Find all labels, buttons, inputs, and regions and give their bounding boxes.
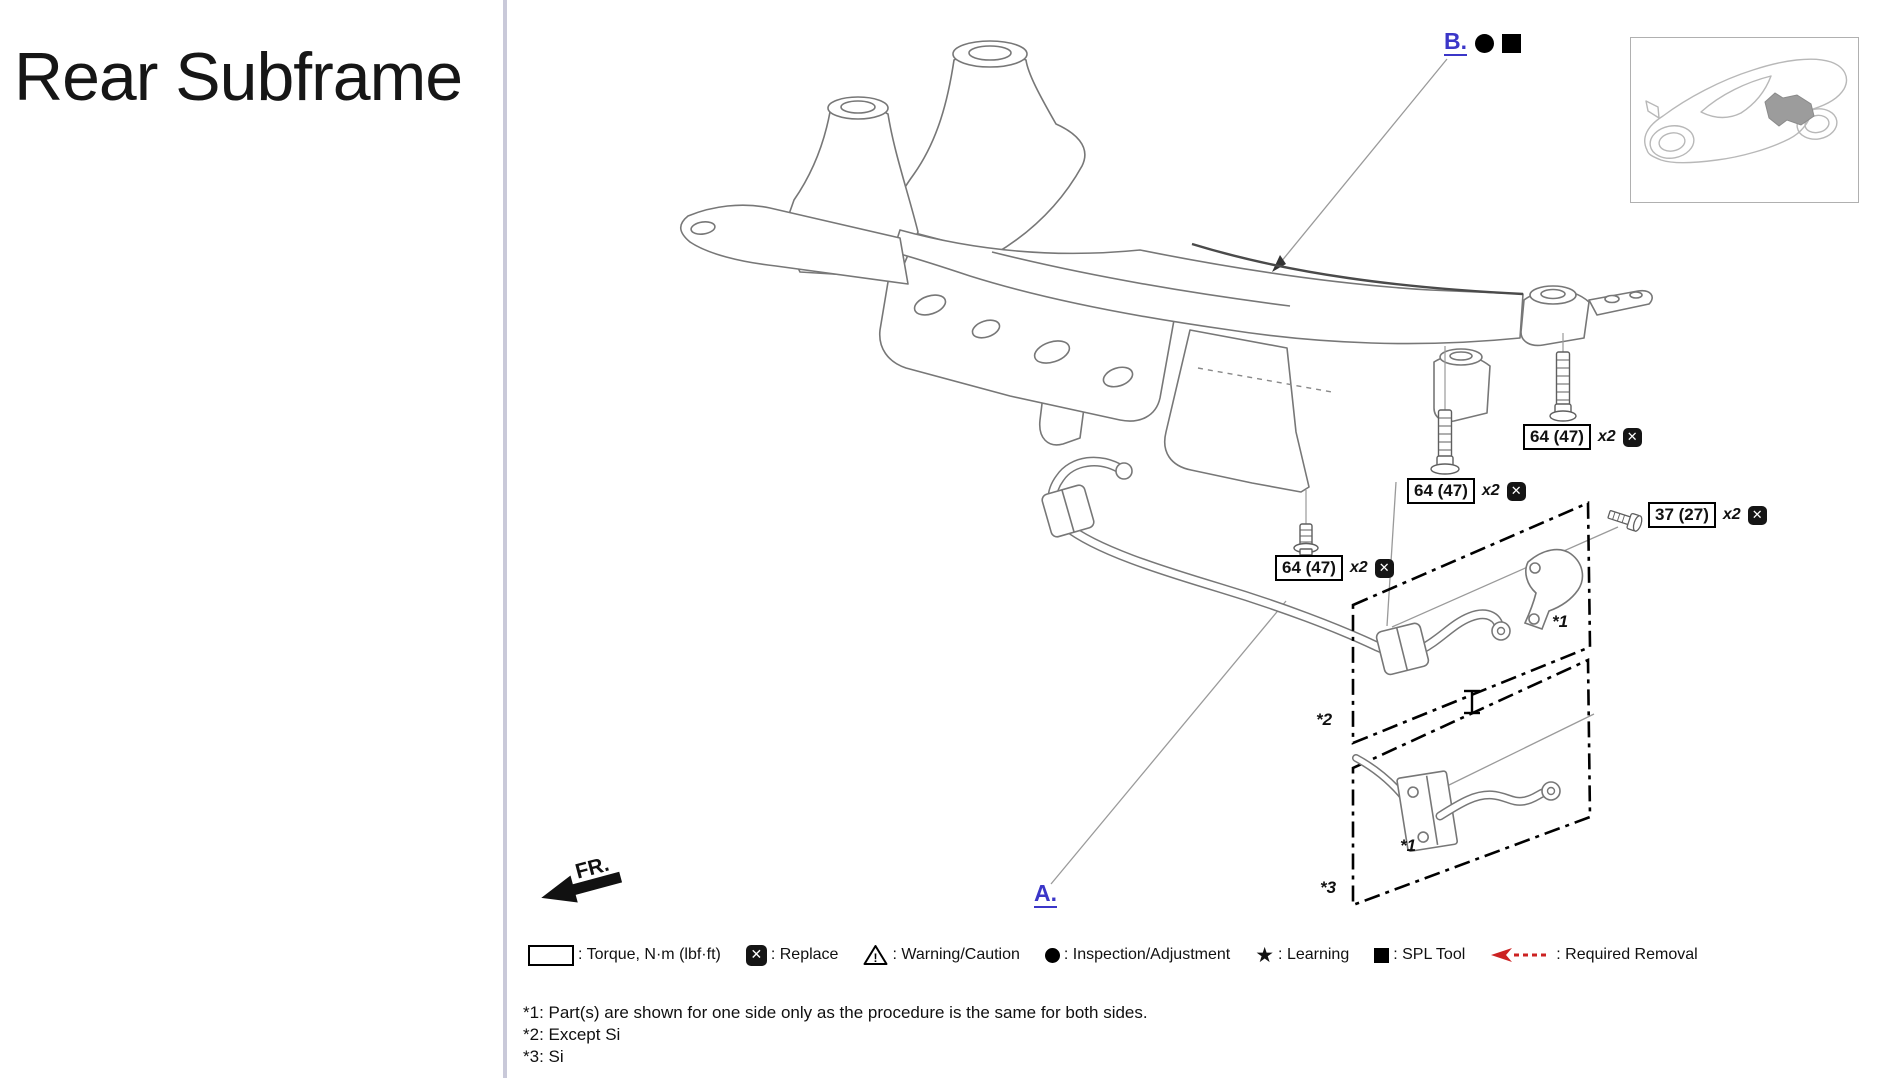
- removal-area-box-si: [1351, 657, 1592, 907]
- leader-line-b: [1275, 58, 1448, 269]
- stabilizer-bar-drawing: [1047, 456, 1511, 659]
- spl-tool-icon: [1502, 33, 1521, 53]
- torque-spec-box: 64 (47): [1523, 424, 1591, 450]
- legend-label: : Learning: [1278, 946, 1350, 963]
- learning-icon: ★: [1255, 942, 1275, 967]
- legend-label: : SPL Tool: [1393, 946, 1466, 963]
- legend-item-removal: : Required Removal: [1490, 946, 1698, 964]
- torque-qty: x2: [1349, 559, 1368, 576]
- torque-spec-box: 64 (47): [1407, 478, 1475, 504]
- stabilizer-bracket-si: [1352, 754, 1561, 852]
- svg-text:!: !: [874, 951, 878, 965]
- torque-callout: 64 (47) x2 ✕: [1275, 555, 1394, 581]
- removal-area-box-except-si: [1351, 501, 1592, 745]
- leader-line-bushing: [1386, 481, 1397, 627]
- torque-qty: x2: [1597, 428, 1616, 445]
- torque-callout: 64 (47) x2 ✕: [1407, 478, 1526, 504]
- part-ref: *1: [1400, 836, 1417, 855]
- mount-bolt-right: [1549, 333, 1577, 422]
- spl-tool-icon: [1374, 947, 1390, 963]
- inspection-adjustment-icon: [1475, 33, 1494, 53]
- subframe-crossmember-drawing: [679, 40, 1653, 493]
- replace-icon: ✕: [1747, 505, 1767, 525]
- part-ref: *3: [1320, 878, 1337, 897]
- page-title: Rear Subframe: [14, 39, 463, 115]
- replace-icon: ✕: [1374, 558, 1394, 578]
- torque-qty: x2: [1481, 482, 1500, 499]
- vehicle-outline: [1644, 58, 1848, 164]
- legend-item-replace: ✕ : Replace: [745, 944, 839, 966]
- legend: : Torque, N·m (lbf·ft) ✕ : Replace ! : W…: [528, 944, 1698, 966]
- leader-arrowhead-b: [1272, 255, 1286, 272]
- torque-spec-box: 64 (47): [1275, 555, 1343, 581]
- torque-callout: 37 (27) x2 ✕: [1648, 502, 1767, 528]
- ref-b-group: B.: [1444, 30, 1521, 56]
- footnote: *1: Part(s) are shown for one side only …: [523, 1003, 1148, 1022]
- legend-item-warning: ! : Warning/Caution: [863, 944, 1020, 966]
- fr-direction-arrow: FR.: [541, 853, 623, 903]
- replace-icon: ✕: [1506, 481, 1526, 501]
- legend-label: : Replace: [770, 946, 839, 963]
- stabilizer-bracket-clamp: [1523, 548, 1584, 631]
- removal-area-boxes: [1351, 501, 1592, 907]
- legend-item-spl: : SPL Tool: [1374, 946, 1465, 964]
- part-ref: *1: [1552, 612, 1569, 631]
- torque-spec-box: 37 (27): [1648, 502, 1716, 528]
- stabilizer-bushing-left: [1041, 484, 1095, 538]
- subframe-highlight: [1764, 92, 1815, 127]
- legend-item-learning: ★ : Learning: [1255, 942, 1350, 967]
- replace-icon: ✕: [1622, 427, 1642, 447]
- leader-line-a: [1050, 600, 1287, 885]
- footnotes: *1: Part(s) are shown for one side only …: [523, 1002, 1148, 1068]
- leader-lines: [1050, 58, 1619, 885]
- leader-line-si-bracket: [1446, 713, 1595, 787]
- warning-caution-icon: !: [863, 945, 888, 965]
- mount-bolt-lower: [1293, 490, 1319, 556]
- legend-label: : Warning/Caution: [892, 946, 1020, 963]
- vehicle-location-thumbnail: [1630, 37, 1859, 203]
- link-b[interactable]: B.: [1444, 28, 1467, 56]
- footnote: *2: Except Si: [523, 1025, 621, 1044]
- part-ref: *2: [1316, 710, 1333, 729]
- legend-label: : Inspection/Adjustment: [1063, 946, 1231, 963]
- link-a[interactable]: A.: [1034, 880, 1057, 908]
- inspection-adjustment-icon: [1044, 947, 1060, 963]
- footnote: *3: Si: [523, 1047, 564, 1066]
- box-connector: [1464, 689, 1480, 715]
- legend-label: : Required Removal: [1556, 946, 1698, 963]
- leader-line-bracket-bolt: [1391, 526, 1619, 628]
- legend-item-inspection: : Inspection/Adjustment: [1044, 946, 1231, 964]
- torque-spec-box-icon: [528, 944, 574, 966]
- replace-icon: ✕: [745, 944, 767, 966]
- stabilizer-bushing-right: [1375, 622, 1430, 676]
- legend-item-torque: : Torque, N·m (lbf·ft): [528, 944, 721, 966]
- stabilizer-bracket-bolt: [1607, 510, 1643, 532]
- torque-callout: 64 (47) x2 ✕: [1523, 424, 1642, 450]
- panel-divider: [503, 0, 507, 1078]
- required-removal-icon: [1491, 948, 1551, 962]
- torque-qty: x2: [1722, 506, 1741, 523]
- mount-bolt-center: [1430, 346, 1460, 475]
- legend-label: : Torque, N·m (lbf·ft): [578, 946, 721, 963]
